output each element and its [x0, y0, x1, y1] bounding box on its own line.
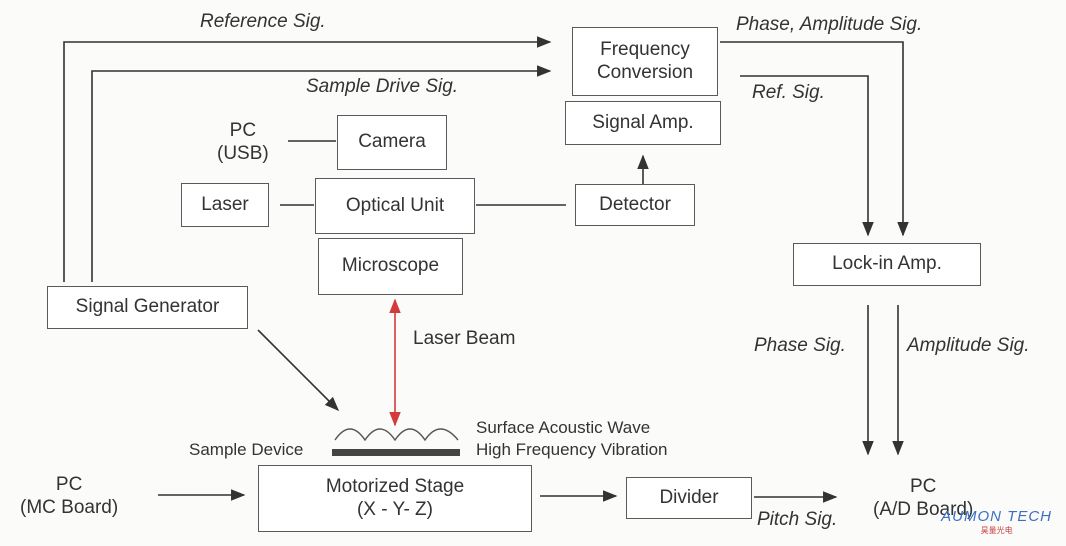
camera-label: Camera	[358, 131, 426, 153]
phase-sig-label: Phase Sig.	[754, 335, 846, 356]
sample-drive-sig-label: Sample Drive Sig.	[306, 76, 459, 97]
pc-ad-board-label: PC (A/D Board)	[873, 476, 974, 520]
microscope-label: Microscope	[341, 255, 440, 277]
surface-acoustic-wave-label: Surface Acoustic Wave	[476, 418, 651, 437]
lockin-amp-label: Lock-in Amp.	[832, 253, 942, 275]
pc-usb-label: PC (USB)	[217, 120, 269, 164]
optical-unit-label: Optical Unit	[345, 194, 445, 216]
optical-unit-box: Optical Unit	[315, 178, 475, 234]
laser-box: Laser	[181, 183, 269, 227]
high-frequency-vibration-label: High Frequency Vibration	[476, 440, 668, 459]
logo-text: AUMON TECH	[941, 508, 1052, 525]
ref-sig-line	[740, 75, 874, 237]
pc-mc-board-label: PC (MC Board)	[20, 474, 119, 518]
sample-device-shape	[332, 449, 460, 456]
generator-to-sample-line	[257, 329, 340, 412]
signal-generator-label: Signal Generator	[75, 296, 220, 318]
sample-drive-sig-line	[91, 65, 552, 282]
signal-generator-box: Signal Generator	[47, 286, 248, 329]
detector-label: Detector	[599, 193, 671, 215]
detector-box: Detector	[575, 184, 695, 226]
microscope-box: Microscope	[318, 238, 463, 295]
reference-sig-label: Reference Sig.	[200, 11, 326, 32]
sample-device-label: Sample Device	[189, 440, 304, 459]
frequency-conversion-label: Frequency Conversion	[596, 38, 694, 83]
camera-box: Camera	[337, 115, 447, 170]
motorized-stage-box: Motorized Stage (X - Y- Z)	[258, 465, 532, 532]
logo-subtext: 昊量光电	[980, 526, 1013, 535]
pitch-sig-label: Pitch Sig.	[757, 509, 838, 530]
ref-sig-label: Ref. Sig.	[752, 82, 825, 103]
amplitude-sig-label: Amplitude Sig.	[907, 335, 1030, 356]
signal-amp-box: Signal Amp.	[565, 101, 721, 145]
signal-amp-label: Signal Amp.	[592, 111, 694, 133]
laser-beam-label: Laser Beam	[413, 328, 516, 349]
phase-amplitude-line	[720, 41, 909, 237]
lockin-amp-box: Lock-in Amp.	[793, 243, 981, 286]
divider-label: Divider	[659, 486, 719, 508]
divider-box: Divider	[626, 477, 752, 519]
motorized-stage-label: Motorized Stage (X - Y- Z)	[325, 475, 465, 520]
frequency-conversion-box: Frequency Conversion	[572, 27, 718, 96]
brand-logo: AUMON TECH 昊量光电	[941, 508, 1052, 536]
surface-wave-shape	[334, 428, 459, 442]
phase-amplitude-sig-label: Phase, Amplitude Sig.	[736, 14, 923, 35]
reference-sig-line	[63, 36, 552, 282]
laser-label: Laser	[201, 193, 249, 215]
